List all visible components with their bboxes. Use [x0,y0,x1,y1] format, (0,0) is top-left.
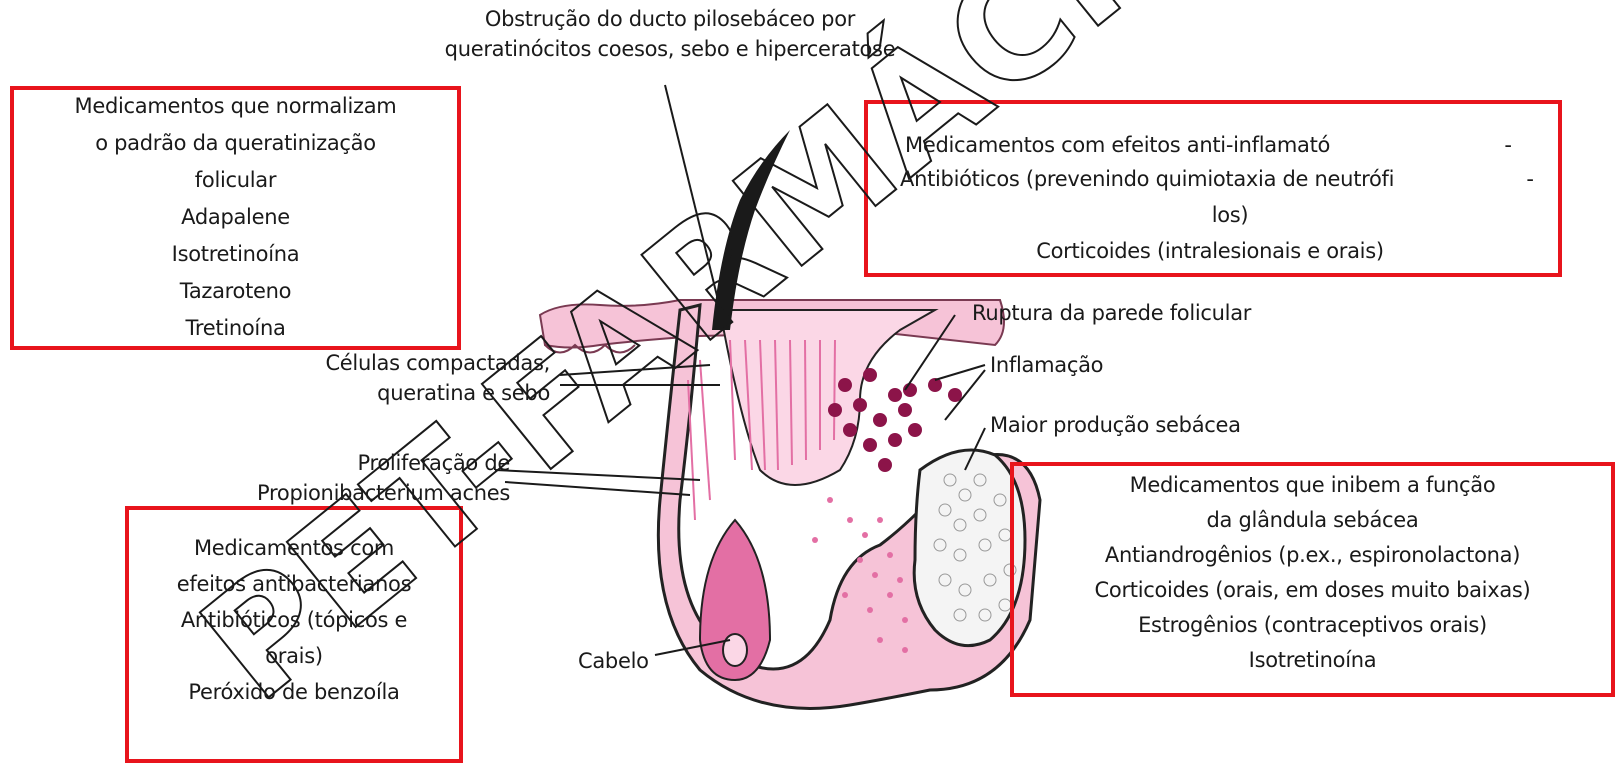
obstruction-label: Obstrução do ducto pilosebáceo por quera… [420,4,920,64]
keratinization-line: Adapalene [10,199,461,236]
compact-cells-line2: queratina e sebo [250,378,550,408]
rupture-label: Ruptura da parede folicular [972,298,1322,328]
sebaceous-line: Corticoides (orais, em doses muito baixa… [1010,573,1615,608]
antiinflammatory-dash2: - [1520,164,1540,194]
keratinization-line: folicular [10,162,461,199]
antiinflammatory-line1: Medicamentos com efeitos anti-inflamató [905,130,1445,160]
antiinflammatory-dash1: - [1498,130,1518,160]
sebum-production-label: Maior produção sebácea [990,410,1310,440]
sebaceous-line: Medicamentos que inibem a função [1010,468,1615,503]
keratinization-line: Tazaroteno [10,273,461,310]
keratinization-line: Tretinoína [10,310,461,347]
proliferation-line1: Proliferação de [180,448,510,478]
inflammation-label: Inflamação [990,350,1150,380]
keratinization-line: Medicamentos que normalizam [10,88,461,125]
compact-cells-line1: Células compactadas, [250,348,550,378]
sebaceous-drugs-text: Medicamentos que inibem a função da glân… [1010,468,1615,678]
sebaceous-line: Isotretinoína [1010,643,1615,678]
keratinization-drugs-text: Medicamentos que normalizam o padrão da … [10,88,461,347]
obstruction-label-line2: queratinócitos coesos, sebo e hipercerat… [420,34,920,64]
compact-cells-label: Células compactadas, queratina e sebo [250,348,550,408]
obstruction-label-line1: Obstrução do ducto pilosebáceo por [420,4,920,34]
keratinization-line: o padrão da queratinização [10,125,461,162]
proliferation-line2: Propionibacterium acnes [180,478,510,508]
hair-label: Cabelo [578,646,678,676]
sebaceous-gland [914,450,1025,646]
antibacterial-line: orais) [125,638,463,674]
antiinflammatory-line3: los) [1180,200,1280,230]
keratinization-line: Isotretinoína [10,236,461,273]
sebaceous-line: Antiandrogênios (p.ex., espironolactona) [1010,538,1615,573]
antibacterial-line: efeitos antibacterianos [125,566,463,602]
antibacterial-line: Antibióticos (tópicos e [125,602,463,638]
proliferation-label: Proliferação de Propionibacterium acnes [180,448,510,508]
hair-papilla [723,634,747,666]
antiinflammatory-line4: Corticoides (intralesionais e orais) [990,236,1430,266]
sebaceous-line: Estrogênios (contraceptivos orais) [1010,608,1615,643]
antibacterial-drugs-text: Medicamentos com efeitos antibacterianos… [125,530,463,710]
antibacterial-line: Medicamentos com [125,530,463,566]
sebaceous-line: da glândula sebácea [1010,503,1615,538]
antiinflammatory-line2: Antibióticos (prevenindo quimiotaxia de … [900,164,1500,194]
antibacterial-line: Peróxido de benzoíla [125,674,463,710]
